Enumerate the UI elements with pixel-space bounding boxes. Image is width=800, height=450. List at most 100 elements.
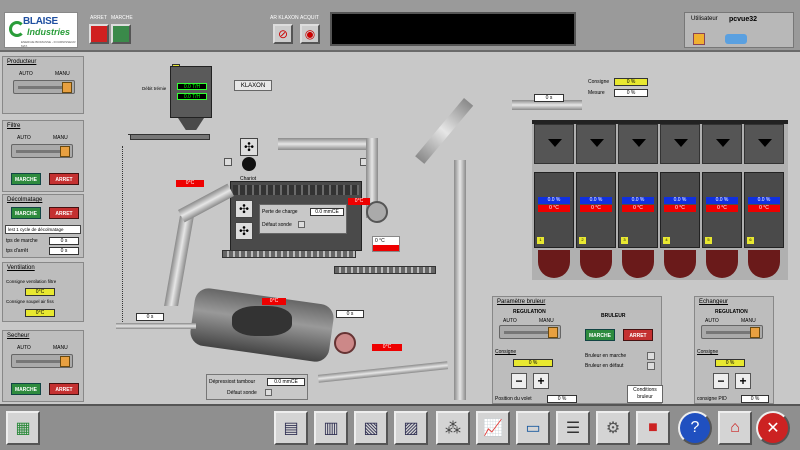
bruleur-mode-slider[interactable]: [499, 325, 561, 339]
minus-button[interactable]: −: [713, 373, 729, 389]
silo-number: 6: [747, 237, 754, 244]
position-volet-value: 0 %: [547, 395, 577, 403]
auto-label: AUTO: [17, 345, 31, 351]
decolmatage-title: Décolmatage: [7, 197, 43, 203]
tools-icon[interactable]: ⚙: [596, 411, 630, 445]
filtre-mode-slider[interactable]: [11, 144, 73, 158]
global-start-button[interactable]: [111, 24, 131, 44]
minus-button[interactable]: −: [511, 373, 527, 389]
secheur-arret-button[interactable]: ARRET: [49, 383, 79, 395]
exit-icon[interactable]: ✕: [756, 411, 790, 445]
silo-2[interactable]: 0.0 % 0 °C 2: [576, 172, 616, 248]
screen2-icon[interactable]: ▥: [314, 411, 348, 445]
perte-charge-value: 0.0 mmCE: [310, 208, 344, 216]
tps-arret-value[interactable]: 0 s: [49, 247, 79, 255]
regulation-label: REGULATION: [715, 309, 748, 315]
decolmatage-arret-button[interactable]: ARRET: [49, 207, 79, 219]
silo-3[interactable]: 0.0 % 0 °C 3: [618, 172, 658, 248]
consigne-label: Consigne: [495, 349, 517, 355]
consigne-value[interactable]: 0 %: [614, 78, 648, 86]
arret-label: ARRET: [90, 15, 107, 21]
bruleur-consigne-value[interactable]: 0 %: [513, 359, 553, 367]
producteur-panel: Producteur AUTO MANU: [2, 56, 84, 114]
home-icon[interactable]: ⌂: [718, 411, 752, 445]
consigne-fiss-value[interactable]: 0°C: [25, 309, 55, 317]
secheur-panel: Secheur AUTO MANU MARCHE ARRET: [2, 330, 84, 402]
filtre-title: Filtre: [7, 123, 21, 129]
depression-value: 0.0 mmCE: [267, 378, 305, 386]
silo-top: [744, 124, 784, 164]
login-icon[interactable]: [693, 33, 705, 45]
secheur-marche-button[interactable]: MARCHE: [11, 383, 41, 395]
depression-box: Dépressiost tambour 0.0 mmCE Défaut sond…: [206, 374, 308, 400]
consigne-label: Consigne: [588, 79, 610, 85]
bruleur-title: Paramètre bruleur: [497, 299, 546, 305]
silo-6[interactable]: 0.0 % 0 °C 6: [744, 172, 784, 248]
screen4-icon[interactable]: ▨: [394, 411, 428, 445]
secheur-mode-slider[interactable]: [11, 354, 73, 368]
silo-1[interactable]: 0.0 % 0 °C 1: [534, 172, 574, 248]
bruleur-arret-button[interactable]: ARRET: [623, 329, 653, 341]
defaut-sonde-label: Défaut sonde: [262, 222, 292, 228]
screw-conveyor: [334, 266, 436, 274]
chariot-label: Chariot: [240, 176, 257, 182]
screen3-icon[interactable]: ▧: [354, 411, 388, 445]
screen1-icon[interactable]: ▤: [274, 411, 308, 445]
guide-line: [122, 146, 123, 326]
plus-button[interactable]: +: [533, 373, 549, 389]
temp-filter-inlet: 0°C: [176, 180, 204, 187]
fan-icon[interactable]: ✣: [240, 138, 258, 156]
synoptic-icon[interactable]: ▦: [6, 411, 40, 445]
truck-icon[interactable]: ■: [636, 411, 670, 445]
trend-icon[interactable]: 📈: [476, 411, 510, 445]
silo-4[interactable]: 0.0 % 0 °C 4: [660, 172, 700, 248]
silo-level: 0.0 %: [622, 197, 654, 204]
conditions-bruleur-button[interactable]: Conditions bruleur: [627, 385, 663, 403]
echangeur-mode-slider[interactable]: [701, 325, 763, 339]
filtre-arret-button[interactable]: ARRET: [49, 173, 79, 185]
bruleur-marche-button[interactable]: MARCHE: [585, 329, 615, 341]
acknowledge-button[interactable]: ◉: [300, 24, 320, 44]
tps-marche-value[interactable]: 0 s: [49, 237, 79, 245]
drum-left-value: 0 s: [136, 313, 164, 321]
settings-icon[interactable]: ☰: [556, 411, 590, 445]
silo-row: 0.0 % 0 °C 1 0.0 % 0 °C 2 0.0 % 0 °C 3 0…: [534, 124, 786, 284]
help-icon[interactable]: ?: [678, 411, 712, 445]
position-volet-label: Position du volet: [495, 396, 532, 402]
silo-level: 0.0 %: [706, 197, 738, 204]
silo-level: 0.0 %: [580, 197, 612, 204]
producteur-mode-slider[interactable]: [13, 80, 75, 94]
discharge-valve: [748, 250, 780, 278]
process-diagram: 0.0 T/H 0.0 T/H Débit trémie KLAXON ✣ Ch…: [88, 56, 582, 402]
consigne-pid-value: 0 %: [741, 395, 769, 403]
debit-label: Débit trémie: [142, 86, 167, 91]
bottom-toolbar: ▦ ▤ ▥ ▧ ▨ ⁂ 📈 ▭ ☰ ⚙ ■ ? ⌂ ✕: [0, 404, 800, 450]
silo-5[interactable]: 0.0 % 0 °C 5: [702, 172, 742, 248]
outlet-pipe: [317, 361, 449, 383]
network-icon[interactable]: ⁂: [436, 411, 470, 445]
decolmatage-panel: Décolmatage MARCHE ARRET lest 1 cycle de…: [2, 194, 84, 258]
klaxon-button[interactable]: KLAXON: [234, 80, 272, 91]
echangeur-consigne-value[interactable]: 0 %: [715, 359, 745, 367]
regulation-label: REGULATION: [513, 309, 546, 315]
marche-label: MARCHE: [111, 15, 133, 21]
key-icon[interactable]: [725, 34, 747, 44]
horn-off-button[interactable]: ⊘: [273, 24, 293, 44]
global-stop-button[interactable]: [89, 24, 109, 44]
silo-hoppers: 0.0 % 0 °C 1 0.0 % 0 °C 2 0.0 % 0 °C 3 0…: [534, 172, 786, 272]
silo-level: 0.0 %: [664, 197, 696, 204]
auto-label: AUTO: [17, 135, 31, 141]
consigne-filtre-value[interactable]: 0°C: [25, 288, 55, 296]
fan-icon[interactable]: ✣: [235, 222, 253, 240]
perte-charge-label: Perte de charge: [262, 209, 298, 215]
chariot-motor-icon: [242, 157, 256, 171]
filtre-marche-button[interactable]: MARCHE: [11, 173, 41, 185]
manu-label: MANU: [741, 318, 756, 324]
report-icon[interactable]: ▭: [516, 411, 550, 445]
top-bar: BLAISE Industries ENERGIE BIOMASSE - FOU…: [0, 0, 800, 52]
plus-button[interactable]: +: [735, 373, 751, 389]
discharge-valve: [538, 250, 570, 278]
decolmatage-marche-button[interactable]: MARCHE: [11, 207, 41, 219]
fan-icon[interactable]: ✣: [235, 200, 253, 218]
cycle-decolmatage-button[interactable]: lest 1 cycle de décolmatage: [5, 225, 81, 234]
